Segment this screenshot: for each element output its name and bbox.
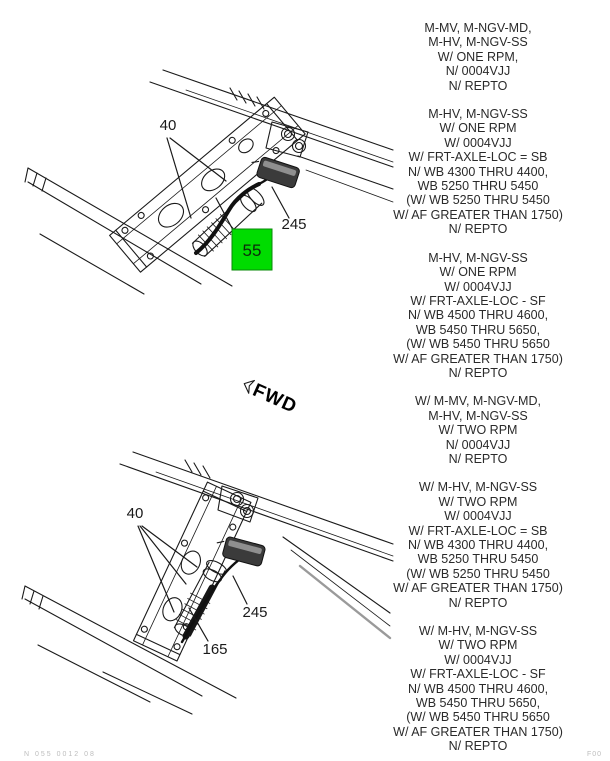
spec-line: (W/ WB 5450 THRU 5650 [406,710,550,725]
spec-line: W/ AF GREATER THAN 1750) [393,351,563,366]
harness-cable [194,182,261,255]
spec-column: M-MV, M-NGV-MD, M-HV, M-NGV-SS W/ ONE RP… [382,0,574,761]
spec-line: N/ REPTO [448,222,508,237]
callout-245-bottom: 245 [242,604,267,621]
spec-line: N/ WB 4500 THRU 4600, [407,681,549,696]
spec-line: W/ FRT-AXLE-LOC - SF [410,667,546,682]
spec-line: W/ ONE RPM, [437,49,519,64]
spec-line: W/ M-HV, M-NGV-SS [418,480,538,495]
mount-bracket [265,121,309,158]
spec-line: W/ TWO RPM [438,638,518,653]
spec-line: N/ WB 4500 THRU 4600, [407,308,549,323]
spec-line: W/ TWO RPM [438,494,518,509]
fwd-arrow-icon [243,379,255,394]
spec-line: M-HV, M-NGV-SS [428,408,528,423]
spec-line: (W/ WB 5250 THRU 5450 [406,193,550,208]
spec-block-1: M-MV, M-NGV-MD, M-HV, M-NGV-SS W/ ONE RP… [382,21,574,93]
spec-line: WB 5450 THRU 5650, [415,696,541,711]
spec-line: W/ 0004VJJ [444,652,512,667]
spec-line: N/ REPTO [448,739,508,754]
spec-line: W/ FRT-AXLE-LOC = SB [408,150,548,165]
spec-line: (W/ WB 5450 THRU 5650 [406,337,550,352]
mount-bracket [217,485,259,523]
callout-40-top: 40 [160,117,177,134]
leader-lines [166,137,290,231]
spec-line: W/ 0004VJJ [444,509,512,524]
spec-line: N/ WB 4300 THRU 4400, [407,538,549,552]
frame-rail-left [24,167,233,295]
spec-line: N/ REPTO [448,451,508,466]
spec-line: N/ REPTO [448,365,508,380]
spec-line: N/ 0004VJJ [445,64,511,79]
spec-line: W/ ONE RPM [439,121,517,136]
crossmember [109,96,306,273]
spec-block-4: W/ M-MV, M-NGV-MD, M-HV, M-NGV-SS W/ TWO… [382,394,574,466]
frame-rail-right [119,451,394,640]
page-code: F00 [586,751,602,758]
callout-245-top: 245 [281,216,306,233]
sensor-connector [251,156,300,189]
fwd-indicator: FWD [243,379,300,418]
crossmember [132,481,252,662]
spec-line: WB 5250 THRU 5450 [417,552,539,567]
fwd-label: FWD [249,380,300,418]
spec-line: M-HV, M-NGV-SS [428,107,528,122]
spec-line: W/ M-HV, M-NGV-SS [418,624,538,639]
spec-line: W/ FRT-AXLE-LOC = SB [408,523,548,538]
sensor-connector [216,536,266,567]
callout-165-bottom: 165 [202,641,227,658]
figure-number: N 055 0012 08 [24,751,96,758]
spec-block-5: W/ M-HV, M-NGV-SS W/ TWO RPM W/ 0004VJJ … [382,480,574,610]
spec-line: W/ ONE RPM [439,265,517,280]
leader-lines [137,525,248,642]
spec-line: W/ 0004VJJ [444,135,512,150]
spec-line: N/ REPTO [448,595,508,610]
spec-line: W/ 0004VJJ [444,279,512,294]
spec-line: W/ AF GREATER THAN 1750) [393,581,563,596]
spec-block-2: M-HV, M-NGV-SS W/ ONE RPM W/ 0004VJJ W/ … [382,107,574,237]
bottom-view-drawing: 40 245 165 [21,451,394,715]
spec-line: (W/ WB 5250 THRU 5450 [406,566,550,581]
spec-line: N/ WB 4300 THRU 4400, [407,164,549,179]
top-view-drawing: 55 40 245 FWD [24,69,394,418]
spec-line: W/ FRT-AXLE-LOC - SF [410,293,546,308]
spec-line: WB 5250 THRU 5450 [417,179,539,194]
spec-block-3: M-HV, M-NGV-SS W/ ONE RPM W/ 0004VJJ W/ … [382,251,574,381]
spec-line: M-MV, M-NGV-MD, [424,21,532,35]
spec-line: WB 5450 THRU 5650, [415,322,541,337]
spec-line: W/ AF GREATER THAN 1750) [393,724,563,739]
spec-block-6: W/ M-HV, M-NGV-SS W/ TWO RPM W/ 0004VJJ … [382,624,574,754]
callout-55[interactable]: 55 [243,241,262,260]
spec-line: N/ 0004VJJ [445,437,511,452]
frame-rail-right [149,69,394,203]
spec-line: M-HV, M-NGV-SS [428,250,528,265]
spec-line: N/ REPTO [448,78,508,93]
spec-line: M-HV, M-NGV-SS [428,35,528,50]
spec-line: W/ TWO RPM [438,423,518,438]
spec-line: W/ AF GREATER THAN 1750) [393,207,563,222]
spec-line: W/ M-MV, M-NGV-MD, [415,394,541,409]
frame-rail-left [21,585,237,715]
callout-40-bottom: 40 [127,505,144,522]
highlight-55-box[interactable] [231,228,273,271]
